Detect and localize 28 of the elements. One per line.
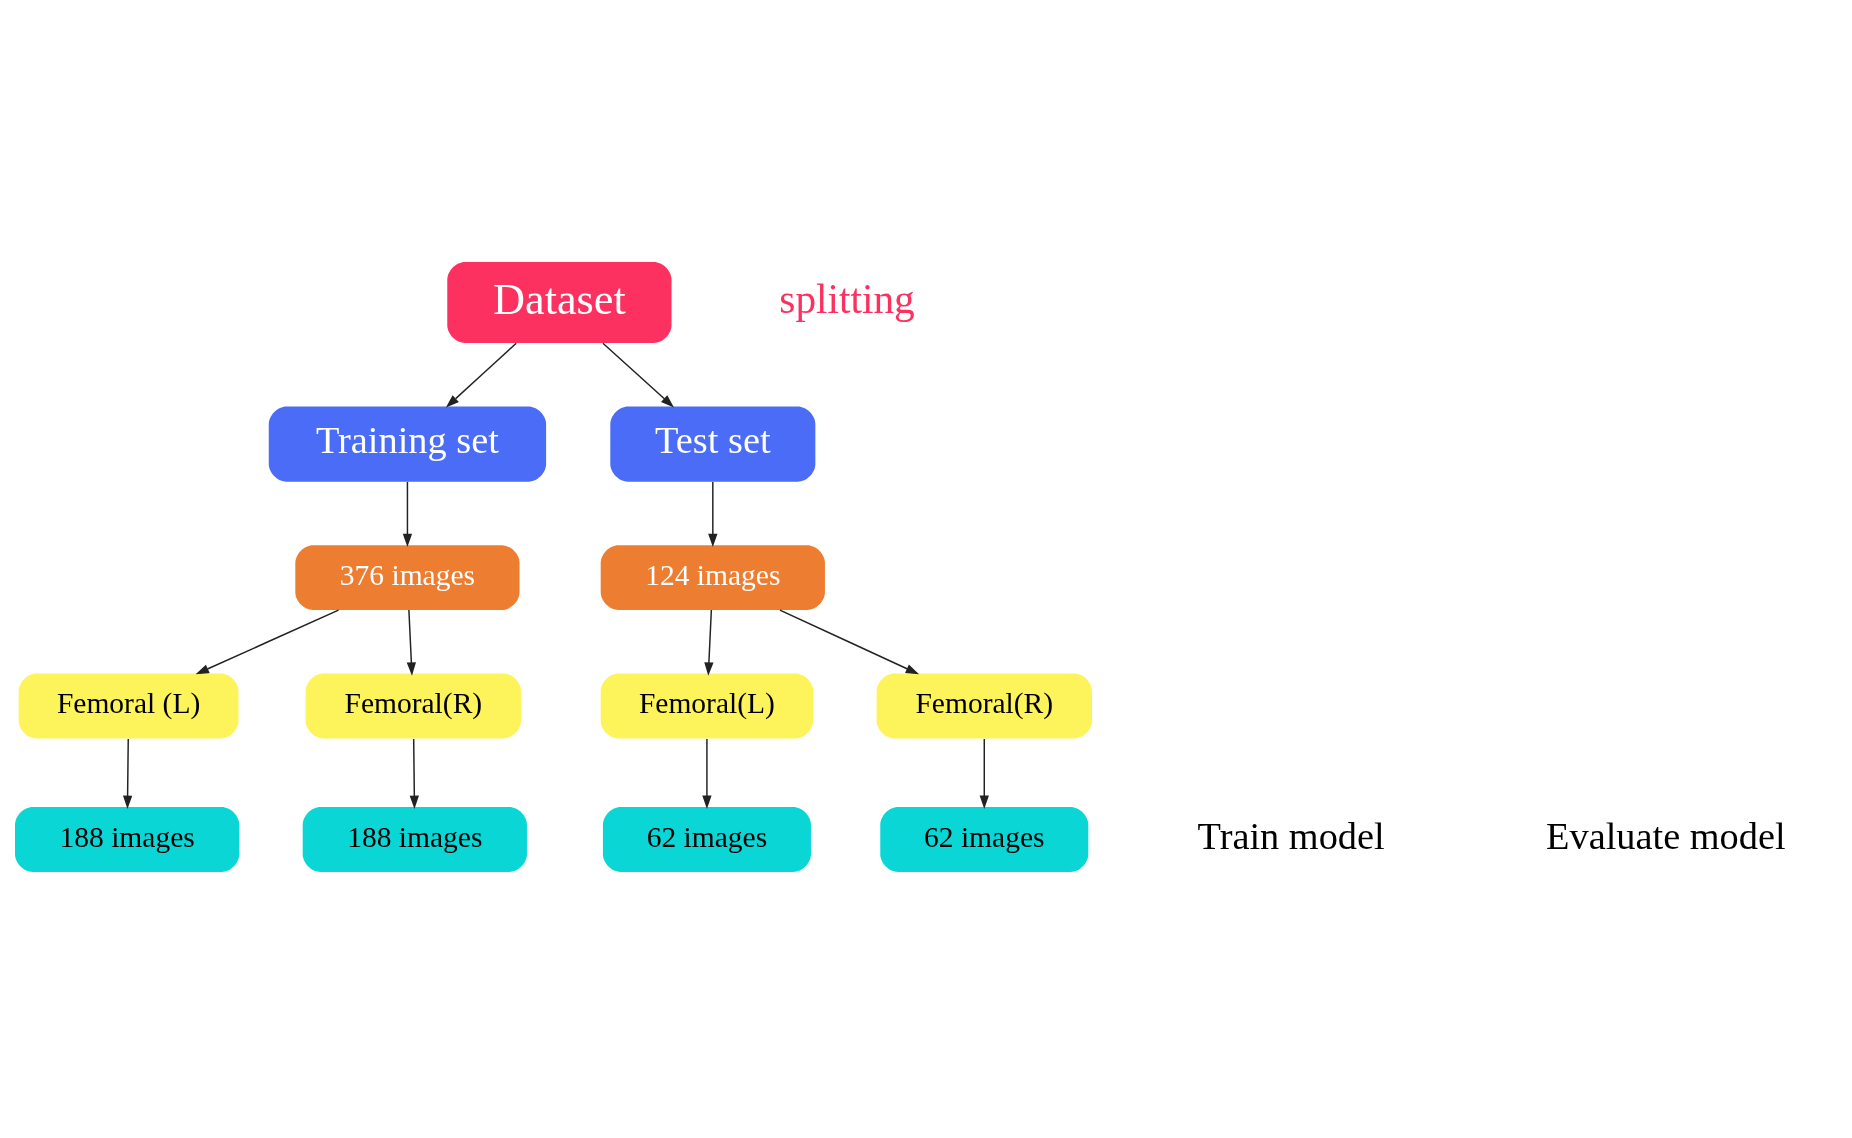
node-box: Femoral(R) (876, 673, 1092, 738)
label: Evaluate model (1546, 814, 1786, 857)
arrow (406, 608, 416, 676)
node-box: Dataset (447, 261, 672, 343)
node-box: 188 images (302, 806, 527, 872)
node-box: Training set (268, 406, 547, 482)
node-box: 62 images (880, 806, 1089, 872)
arrow (702, 737, 712, 809)
node-box: 62 images (602, 806, 811, 872)
arrow (122, 737, 133, 809)
label: Train model (1197, 814, 1385, 857)
node-box: Test set (610, 406, 816, 482)
node-box: 376 images (295, 544, 520, 610)
arrow (979, 737, 989, 809)
node-box: Femoral (L) (18, 673, 239, 738)
arrow (445, 342, 517, 408)
node-box: Femoral(L) (600, 673, 814, 738)
arrow (708, 480, 718, 547)
node-box: 188 images (15, 806, 240, 872)
arrow (602, 342, 674, 407)
arrow (409, 737, 419, 809)
arrow (195, 608, 340, 674)
arrow (704, 608, 714, 676)
arrow (402, 480, 413, 547)
label: splitting (779, 275, 915, 322)
node-box: 124 images (600, 544, 825, 610)
arrow (779, 608, 920, 674)
node-box: Femoral(R) (305, 673, 522, 738)
